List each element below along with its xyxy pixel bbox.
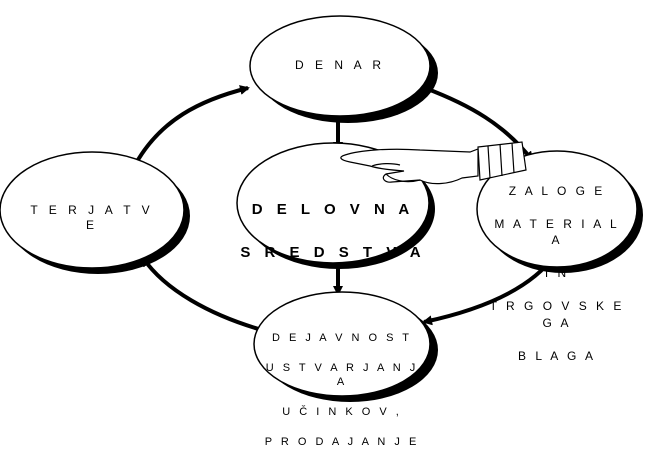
label-delovna-line1: D E L O V N A bbox=[251, 200, 415, 218]
label-dejavnost-line1: D E J A V N O S T bbox=[271, 331, 413, 344]
label-delovna-sredstva: D E L O V N A S R E D S T V A bbox=[238, 177, 428, 286]
node-terjatve bbox=[0, 151, 185, 269]
label-zaloge: Z A L O G E M A T E R I A L A I N T R G … bbox=[487, 166, 627, 381]
label-zaloge-line3: I N bbox=[544, 266, 570, 281]
cycle-diagram bbox=[0, 15, 643, 402]
node-zaloge bbox=[476, 150, 638, 268]
label-terjatve: T E R J A T V E bbox=[30, 203, 154, 232]
label-zaloge-line1: Z A L O G E bbox=[508, 183, 606, 198]
node-dejavnost bbox=[253, 291, 431, 397]
label-denar: D E N A R bbox=[294, 58, 386, 72]
label-dejavnost-line3: U Č I N K O V , bbox=[282, 406, 402, 419]
label-zaloge-line4: T R G O V S K E G A bbox=[489, 299, 625, 330]
label-zaloge-line2: M A T E R I A L A bbox=[494, 216, 620, 248]
node-denar bbox=[249, 15, 431, 117]
arrow-terjatve-to-denar bbox=[133, 85, 250, 166]
label-delovna-line2: S R E D S T V A bbox=[240, 244, 426, 262]
node-delovna-sredstva bbox=[236, 142, 430, 264]
label-dejavnost: D E J A V N O S T U S T V A R J A N J A … bbox=[262, 316, 422, 464]
pointing-hand-icon bbox=[340, 141, 527, 185]
arrow-dejavnost-to-terjatve bbox=[141, 256, 263, 332]
label-dejavnost-line4: P R O D A J A N J E bbox=[264, 435, 420, 448]
label-dejavnost-line2: U S T V A R J A N J A bbox=[265, 361, 419, 389]
label-zaloge-line5: B L A G A bbox=[518, 349, 596, 364]
